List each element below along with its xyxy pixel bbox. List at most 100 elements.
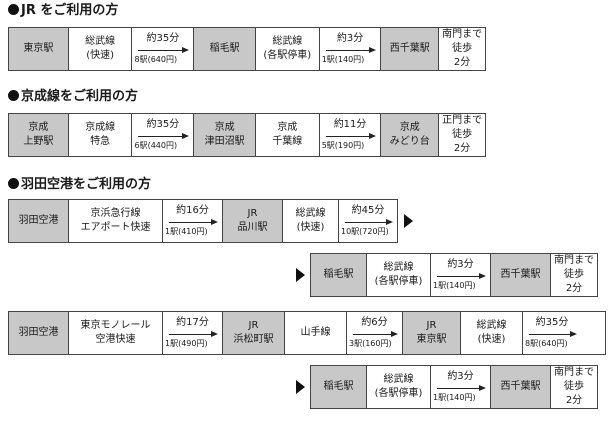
section-title-keisei: 京成線をご利用の方 [8,88,138,106]
walk-dest: 南門まで [554,367,594,378]
line-sobu-local: 総武線(各駅停車) [255,28,320,70]
walk-label: 徒歩 [564,269,584,280]
station-inage: 稲毛駅 [194,28,256,70]
station-nishichiba: 西千葉駅 [491,366,551,408]
stops-fare: 6駅(440円) [134,141,178,150]
station-name: 上野駅 [23,136,54,147]
right-arrow-icon [437,385,486,391]
line-sobu-rapid: 総武線(快速) [461,312,523,354]
stops-fare: 1駅(140円) [433,393,476,402]
line-sobu-local: 総武線(各駅停車) [367,254,431,296]
line-sobu-rapid: 総武線 (快速) [283,200,339,242]
line-type: 千葉線 [272,136,303,147]
line-sobu-rapid: 総武線 (快速) [68,28,133,70]
travel-time: 約6分 [361,317,388,328]
walk-info: 南門まで徒歩 2分 [439,28,485,70]
station-name: 西千葉駅 [500,269,541,280]
stops-fare: 1駅(410円) [165,227,208,236]
bullet-icon [8,4,19,15]
right-arrow-icon [529,331,577,337]
line-name: 京成 [277,122,298,133]
line-keisei-chiba: 京成千葉線 [255,114,320,156]
station-nishichiba: 西千葉駅 [381,28,440,70]
line-type: (快速) [86,50,115,61]
walk-label: 徒歩 [452,43,473,54]
travel-time: 約35分 [146,119,180,130]
stops-fare: 3駅(160円) [349,339,392,348]
travel-segment: 約16分 1駅(410円) [163,200,223,242]
station-name: 津田沼駅 [204,136,245,147]
walk-dest: 南門まで [442,29,483,40]
section-title-text: 京成線をご利用の方 [21,89,139,104]
line-type: 空港快速 [95,334,136,345]
station-name: みどり台 [389,136,430,147]
station-name: 羽田空港 [18,327,59,338]
line-keisei-express: 京成線特急 [68,114,133,156]
line-type: エアポート快速 [80,222,151,233]
line-tokyo-monorail: 東京モノレール空港快速 [69,312,163,354]
continue-arrow-icon [296,380,305,394]
station-name: 西千葉駅 [389,43,430,54]
station-name: 浜松町駅 [233,334,274,345]
station-name: 東京駅 [23,43,54,54]
stops-fare: 8駅(640円) [525,339,568,348]
travel-time: 約11分 [333,119,367,130]
station-name: 稲毛駅 [323,269,354,280]
station-inage: 稲毛駅 [311,254,367,296]
travel-segment: 約35分 8駅(640円) [523,312,581,354]
line-type: (快速) [296,222,325,233]
line-name: 総武線 [85,36,116,47]
walk-dest: 南門まで [554,255,594,266]
walk-dest: 正門まで [442,115,483,126]
station-inage: 稲毛駅 [311,366,367,408]
station-name: 品川駅 [237,222,268,233]
station-name: 稲毛駅 [209,43,240,54]
walk-time: 2分 [565,395,583,406]
travel-time: 約35分 [535,317,569,328]
travel-time: 約17分 [176,317,209,328]
stops-fare: 8駅(640円) [134,55,178,64]
line-name: 総武線 [295,208,326,219]
line-keikyu-airport: 京浜急行線エアポート快速 [69,200,163,242]
travel-time: 約3分 [336,33,364,44]
right-arrow-icon [353,331,398,337]
stops-fare: 1駅(490円) [165,339,208,348]
bullet-icon [8,90,19,101]
stops-fare: 10駅(720円) [341,227,389,236]
line-sobu-local: 総武線(各駅停車) [367,366,431,408]
travel-time: 約16分 [176,205,209,216]
line-name: 東京モノレール [80,320,151,331]
right-arrow-icon [325,133,377,139]
section-title-haneda: 羽田空港をご利用の方 [8,176,151,194]
bullet-icon [8,178,19,189]
line-name: 京浜急行線 [90,208,141,219]
line-yamanote: 山手線 [285,312,347,354]
right-arrow-icon [138,47,189,53]
station-keisei-midoridai: 京成みどり台 [381,114,440,156]
station-name: JR [426,320,437,331]
travel-time: 約35分 [146,33,180,44]
line-type: (各駅停車) [263,50,312,61]
line-type: (快速) [477,334,506,345]
route-row-jr: 東京駅 総武線 (快速) 約35分 8駅(640円) 稲毛駅 総武線(各駅停車) 約… [8,27,486,71]
station-keisei-tsudanuma: 京成津田沼駅 [194,114,256,156]
station-name: JR [247,208,258,219]
right-arrow-icon [138,133,189,139]
station-name: 羽田空港 [18,215,59,226]
right-arrow-icon [325,47,377,53]
station-tokyo: 東京駅 [9,28,69,70]
walk-time: 2分 [453,57,471,68]
stops-fare: 1駅(140円) [321,55,365,64]
walk-label: 徒歩 [452,129,473,140]
